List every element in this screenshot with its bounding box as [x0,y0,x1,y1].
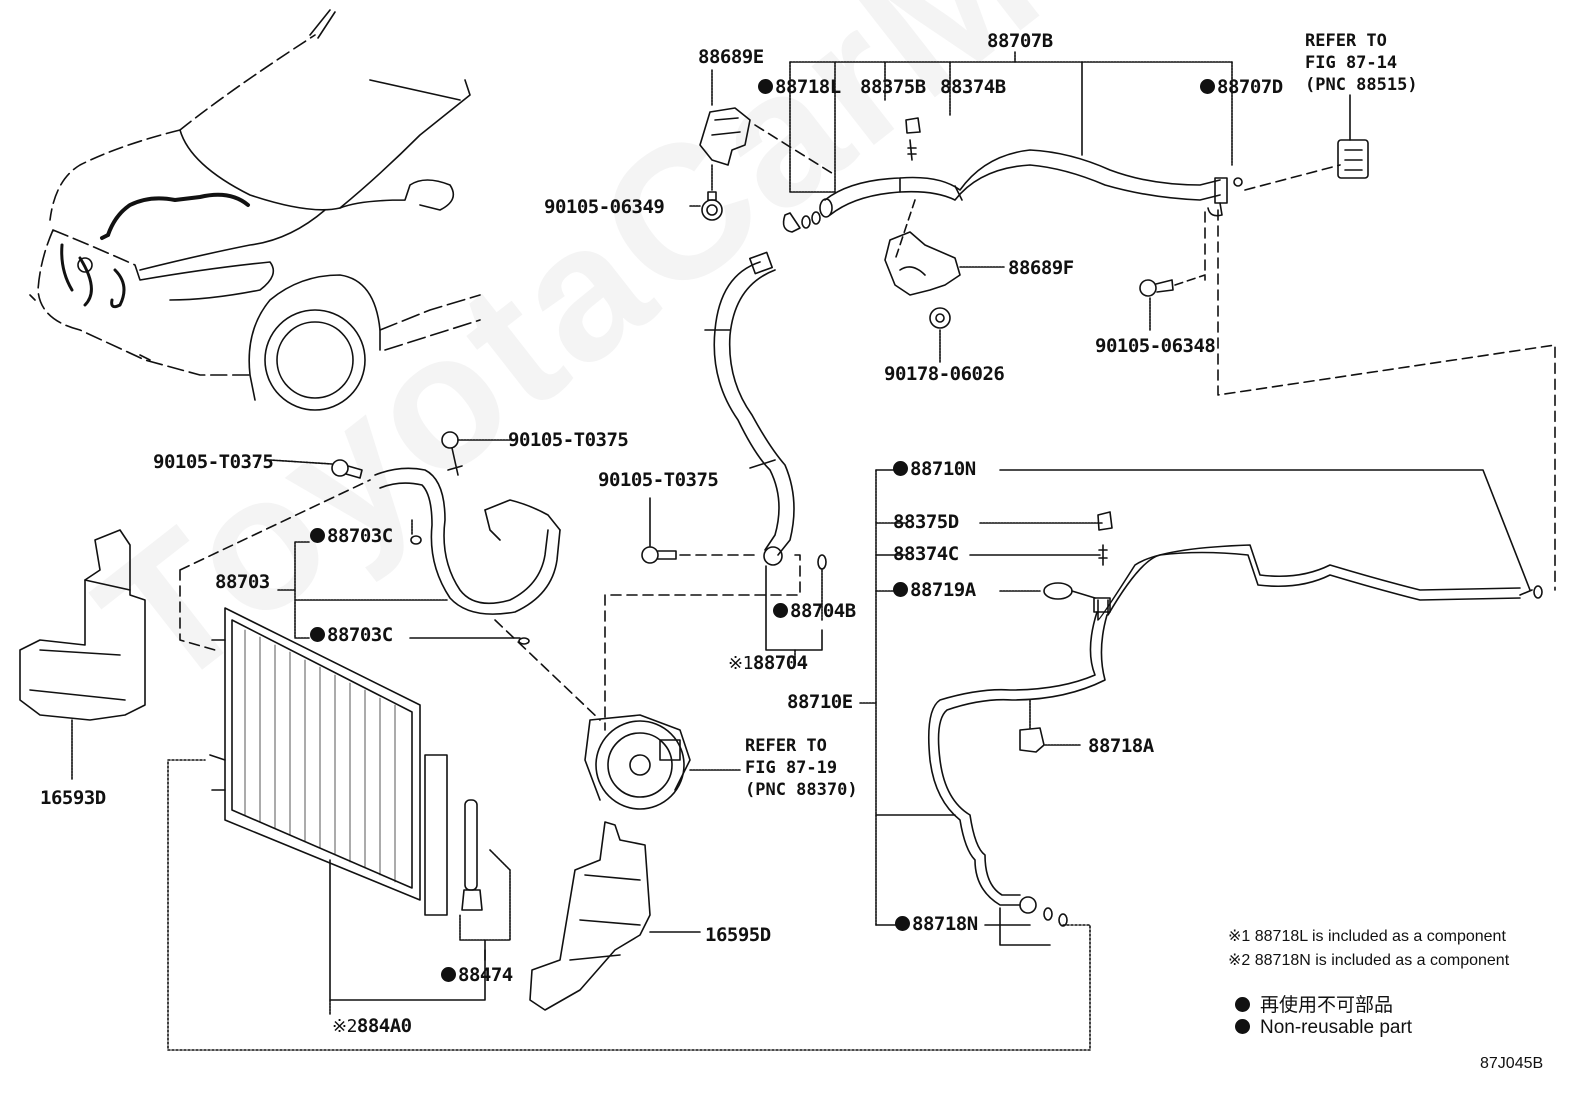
part-label-88704B[interactable]: 88704B [773,602,856,621]
part-number: 88704B [790,600,856,622]
non-reusable-dot-icon [441,967,456,982]
discharge-hose-88703 [269,431,601,721]
part-label-88703C-upper[interactable]: 88703C [310,527,393,546]
part-number: 90105-T0375 [508,429,629,451]
part-number: 88703 [215,571,270,593]
condenser-884A0-drawing [179,479,511,1016]
non-reusable-dot-icon [1235,997,1250,1012]
part-label-16595D[interactable]: 16595D [705,926,771,945]
compressor-drawing [584,714,741,810]
non-reusable-dot-icon [893,582,908,597]
part-label-88474[interactable]: 88474 [441,966,513,985]
discharge-hose-88704 [604,251,827,731]
shroud-16595D-drawing [529,821,701,1011]
non-reusable-dot-icon [895,916,910,931]
part-number: 884A0 [356,1015,412,1037]
bracket-88689E [689,69,836,221]
vehicle-locator-drawing [29,9,481,411]
part-label-88689E[interactable]: 88689E [698,48,764,67]
part-number: 88704 [752,652,808,674]
part-number: 88474 [458,964,513,986]
part-number: 88374C [893,543,959,565]
footnote-2: ※2 88718N is included as a component [1228,952,1510,969]
non-reusable-dot-icon [758,79,773,94]
part-label-90105-06348[interactable]: 90105-06348 [1095,335,1216,357]
part-label-88375B[interactable]: 88375B [860,78,926,97]
part-label-16593D[interactable]: 16593D [40,789,106,808]
part-number: 88689E [698,46,764,68]
non-reusable-dot-icon [1200,79,1215,94]
part-label-88718A[interactable]: 88718A [1088,737,1154,756]
part-label-90105-T0375-upper[interactable]: 90105-T0375 [508,429,629,451]
shroud-16593D-drawing [19,529,146,781]
note-mark: ※2 [332,1016,357,1037]
part-label-88703C-lower[interactable]: 88703C [310,626,393,645]
legend-english: Non-reusable part [1235,1017,1412,1039]
part-label-88719A[interactable]: 88719A [893,581,976,600]
legend-text: Non-reusable part [1260,1017,1413,1038]
part-number: 90105-T0375 [153,451,274,473]
non-reusable-dot-icon [1235,1019,1250,1034]
part-number: 88707D [1217,76,1283,98]
non-reusable-dot-icon [310,627,325,642]
part-label-88718L[interactable]: 88718L [758,78,841,97]
part-number: 88710N [910,458,976,480]
part-label-90105-T0375-mid[interactable]: 90105-T0375 [598,469,719,491]
part-label-88689F[interactable]: 88689F [1008,259,1074,278]
part-label-88703[interactable]: 88703 [215,573,270,592]
part-number: 88689F [1008,257,1074,279]
suction-hose-88707B [782,51,1243,261]
part-number: 88718A [1088,735,1154,757]
part-number: 88703C [327,525,393,547]
part-label-88374C[interactable]: 88374C [893,545,959,564]
note-mark: ※1 [728,653,753,674]
part-number: 90105-06348 [1095,335,1216,357]
part-number: 88718N [912,913,978,935]
part-label-884A0[interactable]: ※2884A0 [332,1017,412,1036]
part-number: 16595D [705,924,771,946]
part-number: 88710E [787,691,853,713]
non-reusable-dot-icon [893,461,908,476]
part-number: 88707B [987,30,1053,52]
part-label-88707D[interactable]: 88707D [1200,78,1283,97]
part-number: 88375D [893,511,959,533]
part-label-90178-06026[interactable]: 90178-06026 [884,363,1005,385]
component-ref-87-14-drawing [1337,94,1369,179]
part-label-90105-T0375-left[interactable]: 90105-T0375 [153,451,274,473]
part-label-88375D[interactable]: 88375D [893,513,959,532]
bolt-90105-06348-drawing [1139,164,1556,591]
part-number: 88718L [775,76,841,98]
part-number: 90178-06026 [884,363,1005,385]
bracket-88689F [884,231,1006,363]
part-label-88710E[interactable]: 88710E [787,693,853,712]
part-label-88710N[interactable]: 88710N [893,460,976,479]
part-label-88718N[interactable]: 88718N [895,915,978,934]
reference-fig-87-19[interactable]: REFER TO FIG 87-19 (PNC 88370) [745,736,858,800]
part-number: 88719A [910,579,976,601]
legend-japanese: 再使用不可部品 [1235,990,1393,1017]
part-label-88374B[interactable]: 88374B [940,78,1006,97]
legend-text: 再使用不可部品 [1260,995,1394,1016]
reference-fig-87-14[interactable]: REFER TO FIG 87-14 (PNC 88515) [1305,31,1418,95]
part-number: 16593D [40,787,106,809]
part-number: 90105-T0375 [598,469,719,491]
part-label-88704[interactable]: ※188704 [728,654,808,673]
non-reusable-dot-icon [773,603,788,618]
liquid-tube-88710E [167,469,1543,1051]
part-label-88707B[interactable]: 88707B [987,32,1053,51]
part-number: 90105-06349 [544,196,665,218]
part-number: 88375B [860,76,926,98]
figure-id: 87J045B [1480,1055,1544,1072]
part-label-90105-06349[interactable]: 90105-06349 [544,196,665,218]
footnote-1: ※1 88718L is included as a component [1228,928,1506,945]
part-number: 88374B [940,76,1006,98]
non-reusable-dot-icon [310,528,325,543]
part-number: 88703C [327,624,393,646]
